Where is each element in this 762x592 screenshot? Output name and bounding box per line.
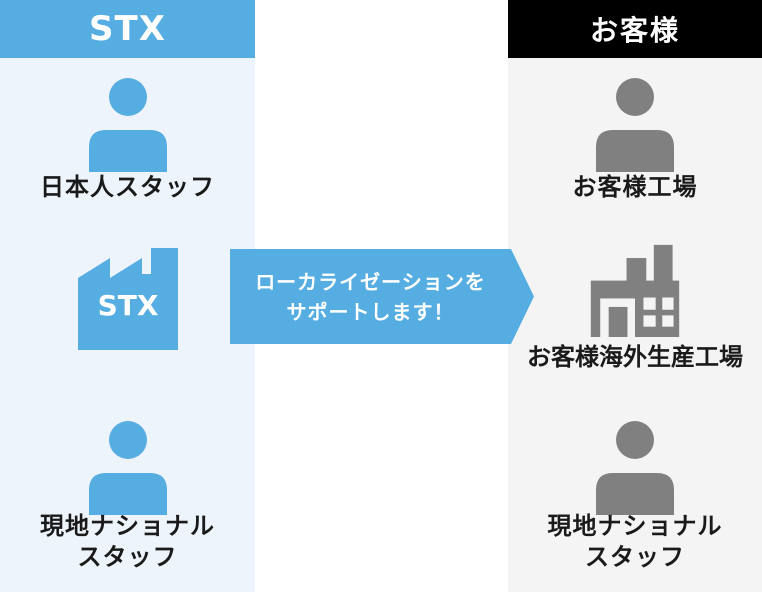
person-icon bbox=[596, 421, 674, 515]
stx-factory-label: STX bbox=[97, 289, 159, 322]
support-arrow: ローカライゼーションを サポートします！ bbox=[230, 249, 534, 344]
customer-header-label: お客様 bbox=[589, 14, 680, 47]
local-staff-label-left-line1: 現地ナショナル bbox=[40, 512, 215, 540]
person-icon bbox=[88, 421, 167, 515]
japanese-staff-item bbox=[88, 78, 167, 172]
building-icon bbox=[590, 244, 680, 337]
local-staff-label-left: 現地ナショナル スタッフ bbox=[0, 511, 255, 573]
support-arrow-line1: ローカライゼーションを bbox=[255, 269, 486, 294]
customer-factory-staff-item bbox=[596, 78, 674, 172]
customer-factory-label: お客様工場 bbox=[572, 173, 698, 201]
japanese-staff-label: 日本人スタッフ bbox=[40, 173, 215, 201]
person-icon bbox=[596, 78, 674, 172]
overseas-plant-label: お客様海外生産工場 bbox=[527, 343, 743, 371]
local-staff-label-left-line2: スタッフ bbox=[77, 543, 178, 571]
stx-header-label: STX bbox=[89, 9, 166, 49]
customer-column: お客様 お客様工場 お客様海外生産工場 bbox=[508, 0, 762, 592]
overseas-plant-item bbox=[588, 243, 682, 337]
stx-factory-item: STX bbox=[78, 248, 178, 350]
arrow-right-icon bbox=[230, 249, 534, 344]
local-staff-item-left bbox=[88, 421, 167, 515]
factory-icon bbox=[78, 248, 178, 350]
local-staff-label-right-line2: スタッフ bbox=[585, 543, 685, 571]
stx-column: STX 日本人スタッフ STX 現地ナショナル スタッフ bbox=[0, 0, 255, 592]
person-icon bbox=[88, 78, 167, 172]
local-staff-label-right: 現地ナショナル スタッフ bbox=[508, 511, 762, 573]
support-arrow-line2: サポートします！ bbox=[286, 299, 455, 324]
local-staff-item-right bbox=[596, 421, 674, 515]
customer-column-header: お客様 bbox=[508, 0, 762, 58]
local-staff-label-right-line1: 現地ナショナル bbox=[547, 512, 723, 540]
stx-column-header: STX bbox=[0, 0, 255, 58]
support-arrow-text: ローカライゼーションを サポートします！ bbox=[230, 249, 511, 344]
